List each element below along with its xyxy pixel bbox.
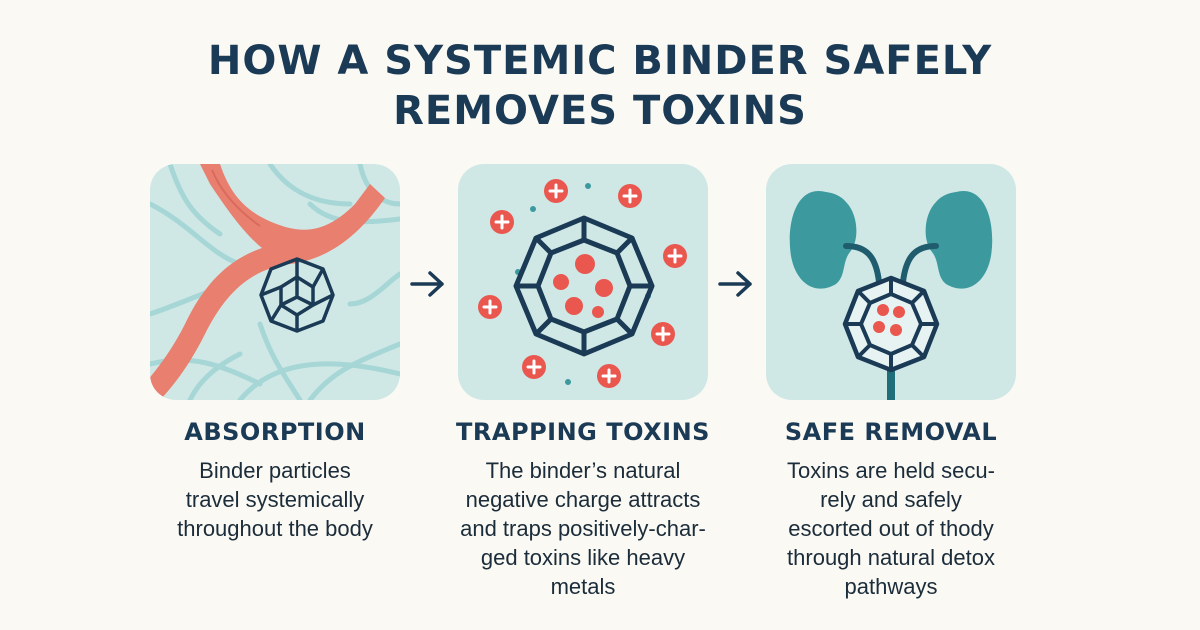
page-title: HOW A SYSTEMIC BINDER SAFELY REMOVES TOX… [0,36,1200,136]
binder-particle-icon [259,257,335,333]
removal-illustration [789,190,993,400]
step-title-trapping: TRAPPING TOXINS [456,418,710,446]
step-title-absorption: ABSORPTION [184,418,366,446]
title-line-1: HOW A SYSTEMIC BINDER SAFELY [207,38,993,84]
trapping-panel [458,164,708,400]
arrow-right-icon [718,271,752,297]
arrow-right-icon [410,271,444,297]
step-body-absorption: Binder particles travel systemically thr… [177,458,373,541]
absorption-panel [150,164,400,400]
removal-panel [766,164,1016,400]
blood-vessel-icon [150,164,400,400]
kidney-icon [789,190,993,289]
step-title-removal: SAFE REMOVAL [784,418,998,446]
trapping-illustration [478,179,687,388]
title-line-2: REMOVES TOXINS [393,88,807,134]
trapped-toxins [553,254,613,318]
toxin-charge-icon [478,179,687,388]
binder-cage-icon [513,215,655,357]
step-body-trapping: The binder’s natural negative charge att… [460,458,706,599]
step-body-removal: Toxins are held secu- rely and safely es… [787,458,995,599]
